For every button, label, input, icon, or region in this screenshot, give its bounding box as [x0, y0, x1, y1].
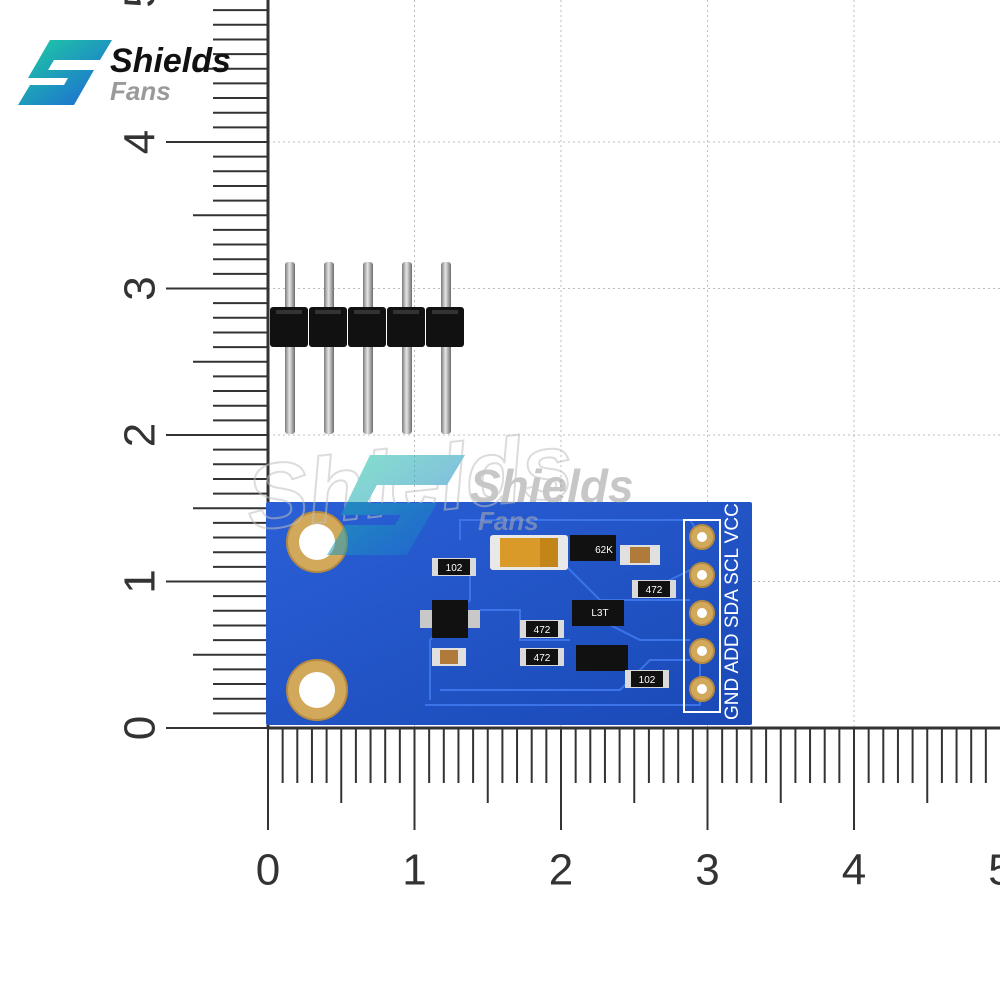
pin-labels: GND ADD SDA SCL VCC	[722, 503, 743, 720]
resistor-top	[638, 581, 670, 597]
header-highlight	[276, 310, 302, 314]
header-highlight	[354, 310, 380, 314]
horizontal-ruler-label: 3	[695, 846, 719, 895]
brand-name: Shields	[110, 42, 231, 80]
pin-pad-outline	[683, 519, 721, 713]
brand-logo-icon	[18, 40, 112, 105]
smd-capacitor-1	[432, 648, 466, 666]
vertical-ruler-label: 5	[116, 0, 165, 8]
vertical-ruler: 0 1 2 3 4 5	[116, 0, 270, 740]
light-sensor-chip	[420, 600, 480, 638]
transistor-mid	[572, 600, 624, 626]
resistor-top	[526, 621, 558, 637]
component-marking: 102	[446, 563, 463, 574]
horizontal-ruler: 0 1 2 3 4 5	[256, 726, 1000, 895]
smd-resistors: 102 472 472 472 102 62K L3T	[432, 545, 676, 688]
vertical-ruler-label: 4	[116, 130, 165, 154]
header-pin	[402, 262, 412, 434]
vertical-ruler-label: 3	[116, 276, 165, 300]
component-marking: 102	[639, 675, 656, 686]
header-housing	[309, 307, 347, 347]
sensor-module: GND ADD SDA SCL VCC 102 472 472 472 102 62K L3…	[266, 502, 752, 725]
pin-hole	[697, 570, 707, 580]
component-marking: 472	[534, 653, 551, 664]
pin-pads	[689, 524, 715, 702]
header-pin	[363, 262, 373, 434]
transistor-low	[576, 645, 628, 671]
header-housing	[270, 307, 308, 347]
watermark-logo-icon	[327, 455, 465, 555]
pin-label-text: GND ADD SDA SCL VCC	[722, 503, 743, 720]
component-marking: 472	[646, 585, 663, 596]
header-pin	[324, 262, 334, 434]
vertical-ruler-label: 1	[116, 569, 165, 593]
brand-sub: Fans	[110, 76, 171, 106]
header-pin	[441, 262, 451, 434]
mounting-hole-top	[286, 511, 348, 573]
tantalum-capacitor	[490, 535, 568, 570]
header-highlight	[315, 310, 341, 314]
header-pin	[285, 262, 295, 434]
pin-hole	[697, 684, 707, 694]
header-highlight	[432, 310, 458, 314]
horizontal-ruler-label: 4	[842, 846, 866, 895]
pin-header	[270, 262, 464, 434]
vertical-ruler-label: 0	[116, 716, 165, 740]
resistor-top	[526, 649, 558, 665]
horizontal-ruler-label: 5	[988, 846, 1000, 895]
horizontal-ruler-label: 1	[402, 846, 426, 895]
pin-hole	[697, 646, 707, 656]
pin-hole	[697, 608, 707, 618]
transistor-top	[570, 535, 616, 561]
watermark-brand-name: Shields	[470, 460, 634, 512]
resistor-top	[438, 559, 470, 575]
component-marking: 62K	[595, 545, 613, 556]
header-housing	[348, 307, 386, 347]
pin-hole	[697, 532, 707, 542]
horizontal-ruler-label: 0	[256, 846, 280, 895]
component-marking: 472	[534, 625, 551, 636]
mounting-hole-bottom	[286, 659, 348, 721]
horizontal-ruler-label: 2	[549, 846, 573, 895]
resistor-top	[631, 671, 663, 687]
watermark-brand-sub: Fans	[478, 506, 539, 536]
component-marking: L3T	[591, 608, 608, 619]
header-highlight	[393, 310, 419, 314]
vertical-ruler-label: 2	[116, 423, 165, 447]
header-housing	[426, 307, 464, 347]
smd-capacitor-2	[620, 545, 660, 565]
brand-logo: Shields Fans	[18, 40, 231, 106]
header-housing	[387, 307, 425, 347]
